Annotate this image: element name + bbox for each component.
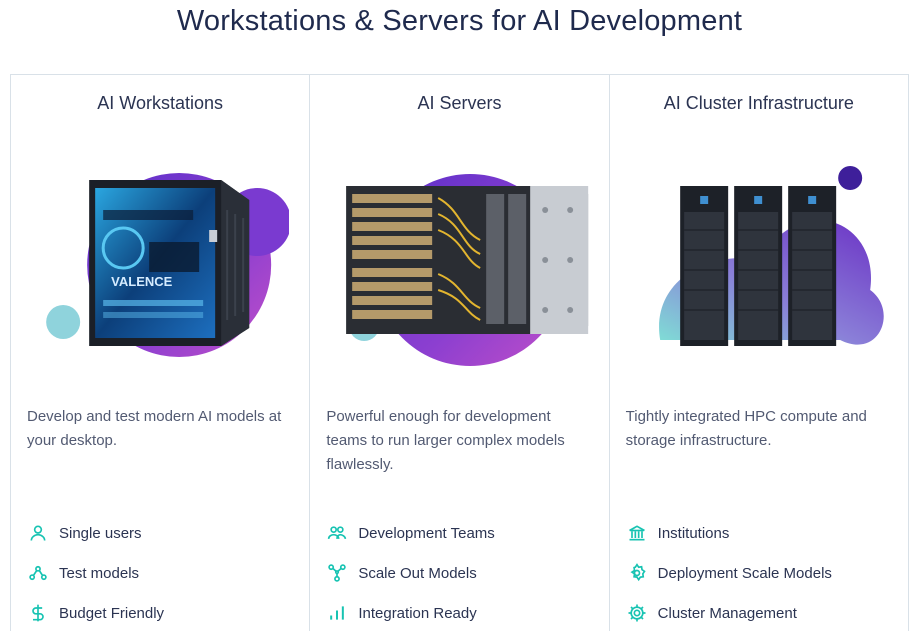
card-title: AI Cluster Infrastructure [663,93,854,113]
dollar-icon [27,602,49,624]
network-icon [326,562,348,584]
feature-label: Institutions [657,524,730,542]
purple-dot [837,166,862,190]
feature-item: Test models [27,553,299,593]
feature-label: Integration Ready [358,604,477,622]
feature-item: Integration Ready [326,593,598,631]
feature-list: Single users Test models Budget Friendly [27,513,299,631]
card-description: Tightly integrated HPC compute and stora… [625,408,867,449]
user-icon [27,522,49,544]
feature-label: Scale Out Models [358,564,477,582]
feature-label: Single users [59,524,142,542]
feature-item: Development Teams [326,513,598,553]
feature-label: Cluster Management [657,604,797,622]
card-description: Develop and test modern AI models at you… [27,408,282,449]
teal-dot [46,305,81,339]
feature-label: Development Teams [358,524,495,542]
server-racks [679,186,836,346]
feature-item: Budget Friendly [27,593,299,631]
card-ai-cluster-infrastructure[interactable]: AI Cluster Infrastructure [610,75,908,631]
card-description: Powerful enough for development teams to… [326,408,565,473]
feature-list: Development Teams Scale Out Models Integ… [326,513,598,631]
cog-icon [626,602,648,624]
feature-item: Institutions [626,513,898,553]
product-cards: AI Workstations VALENCE [10,74,909,631]
feature-list: Institutions Deployment Scale Models Clu… [626,513,898,631]
nodes-icon [27,562,49,584]
team-icon [326,522,348,544]
feature-label: Budget Friendly [59,604,165,622]
card-title: AI Workstations [97,93,224,113]
feature-item: Scale Out Models [326,553,598,593]
gear-icon [626,562,648,584]
feature-label: Deployment Scale Models [657,564,832,582]
cluster-image [630,150,888,440]
card-ai-servers[interactable]: AI Servers [310,75,610,631]
page-title: Workstations & Servers for AI Developmen… [176,5,743,37]
feature-item: Deployment Scale Models [626,553,898,593]
server-image [330,150,589,440]
feature-item: Cluster Management [626,593,898,631]
feature-label: Test models [59,564,140,582]
card-title: AI Servers [417,93,502,113]
valence-logo: VALENCE [111,274,172,289]
feature-item: Single users [27,513,299,553]
card-ai-workstations[interactable]: AI Workstations VALENCE [11,75,311,631]
institution-icon [626,522,648,544]
bars-chart-icon [326,602,348,624]
workstation-image: VALENCE [31,150,290,440]
